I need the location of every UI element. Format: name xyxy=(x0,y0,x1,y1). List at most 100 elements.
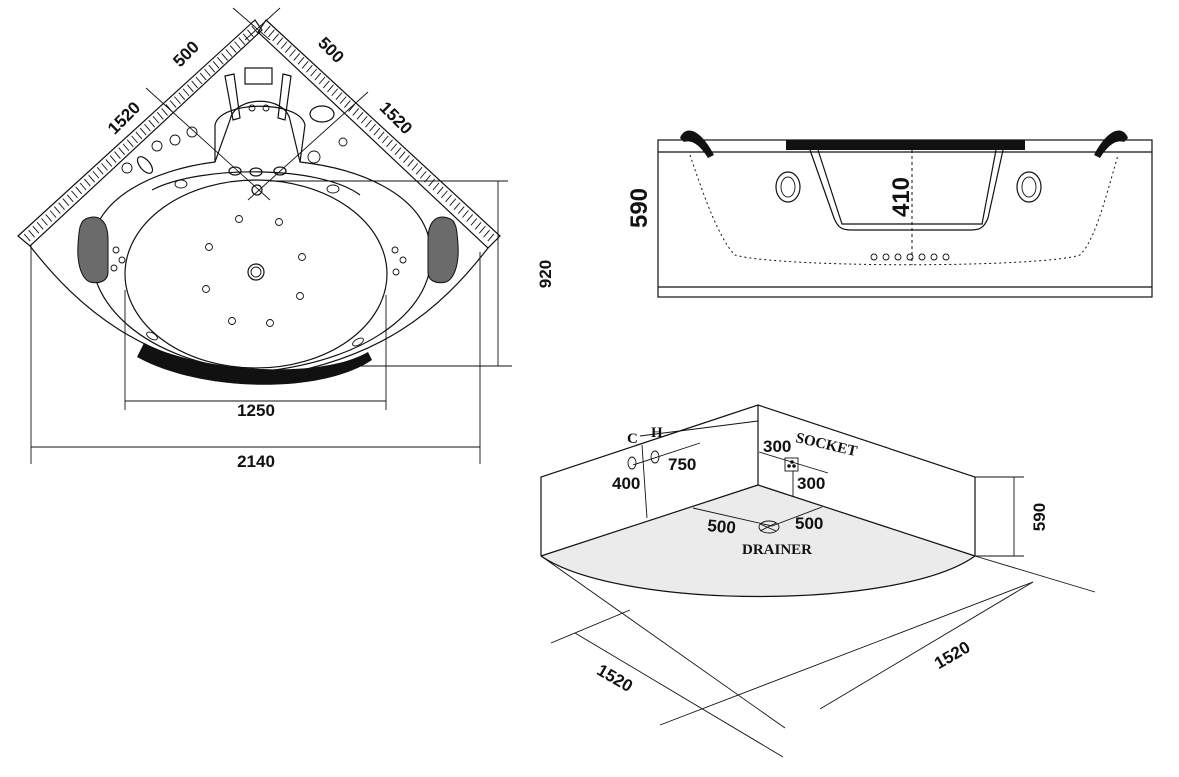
hatch-mark xyxy=(131,135,138,144)
hatch-mark xyxy=(390,143,398,152)
hatch-mark xyxy=(466,214,474,222)
hatch-mark xyxy=(62,198,70,207)
hatch-mark xyxy=(229,45,237,53)
hatch-mark xyxy=(109,155,117,163)
side-dim-inner-depth: 410 xyxy=(888,177,915,217)
hatch-mark xyxy=(314,72,322,81)
hatch-mark xyxy=(217,57,224,65)
hatch-mark xyxy=(199,72,207,81)
jets-row xyxy=(870,253,950,261)
floor xyxy=(541,485,975,597)
side-view: 590 410 xyxy=(626,130,1153,298)
hatch-mark xyxy=(479,225,486,234)
hatch-mark xyxy=(344,100,351,108)
dim-overall-width: 2140 xyxy=(237,452,275,471)
hatch-mark xyxy=(272,33,279,42)
hatch-mark xyxy=(225,49,233,57)
drain xyxy=(247,263,265,281)
hatch-mark xyxy=(79,182,87,191)
dim-tap-offset: 400 xyxy=(612,474,640,493)
hatch-mark xyxy=(289,49,296,57)
hatch-mark xyxy=(268,29,275,38)
hatch-mark xyxy=(242,33,250,42)
top-panel xyxy=(786,140,1025,150)
hatch-mark xyxy=(297,57,305,65)
hatch-mark xyxy=(114,151,121,159)
hatch-mark xyxy=(204,68,211,77)
hatch-mark xyxy=(327,84,334,93)
inner-well xyxy=(809,149,1004,231)
hatch-mark xyxy=(58,202,65,210)
hatch-mark xyxy=(360,115,368,124)
seat-dim-line xyxy=(247,91,369,201)
front-grip xyxy=(137,343,372,385)
hatch-mark xyxy=(126,139,134,148)
hatch-mark xyxy=(66,194,74,203)
hatch-mark xyxy=(75,186,83,195)
hatch-mark xyxy=(381,135,389,144)
rim-hatch-left xyxy=(17,19,263,247)
hatch-mark xyxy=(174,96,181,104)
hatch-mark xyxy=(144,123,151,132)
dim-socket-h: 300 xyxy=(763,437,791,456)
hatch-mark xyxy=(457,206,465,214)
hatch-mark xyxy=(139,127,147,136)
hatch-mark xyxy=(403,155,410,163)
hatch-mark xyxy=(101,163,108,171)
hatch-mark xyxy=(28,229,35,238)
hatch-mark xyxy=(92,170,100,179)
label-drainer: DRAINER xyxy=(742,542,812,558)
hatch-mark xyxy=(208,64,216,73)
hatch-mark xyxy=(415,167,423,175)
hatch-mark xyxy=(71,190,78,199)
hatch-mark xyxy=(148,119,156,128)
headrest-left xyxy=(77,216,109,284)
hatch-mark xyxy=(234,41,241,49)
handle-right xyxy=(1094,130,1128,158)
hatch-mark xyxy=(301,60,309,69)
label-cold: C xyxy=(627,431,638,447)
hatch-mark xyxy=(178,92,186,100)
hatch-mark xyxy=(122,143,130,152)
center-jet xyxy=(251,184,263,196)
dim-drain-left: 500 xyxy=(707,516,737,537)
hatch-mark xyxy=(394,147,402,155)
hatch-mark xyxy=(191,80,198,89)
hatch-mark xyxy=(23,233,31,242)
deck-outline xyxy=(90,100,432,373)
hatch-mark xyxy=(84,178,91,187)
hatch-mark xyxy=(306,64,313,73)
hatch-mark xyxy=(276,37,284,46)
hatch-mark xyxy=(195,76,203,85)
hatch-mark xyxy=(49,210,57,218)
hatch-mark xyxy=(432,182,440,191)
hatch-mark xyxy=(470,218,478,226)
iso-view: C H 750 400 SOCKET 300 300 500 500 DRAIN… xyxy=(540,404,1096,758)
hatch-mark xyxy=(483,229,490,238)
hatch-mark xyxy=(428,178,436,187)
hatch-mark xyxy=(436,186,444,195)
hatch-mark xyxy=(310,68,317,77)
hatch-mark xyxy=(152,115,160,124)
ext-line xyxy=(232,7,271,41)
seat-dim-line xyxy=(145,87,271,201)
hatch-mark xyxy=(41,218,48,226)
dim-socket-v: 300 xyxy=(797,474,825,493)
hatch-mark xyxy=(348,104,355,112)
hatch-mark xyxy=(335,92,343,100)
jet xyxy=(262,104,270,112)
hatch-mark xyxy=(284,45,292,53)
grab-handle-right xyxy=(277,73,292,121)
hatch-mark xyxy=(293,53,301,61)
hatch-mark xyxy=(161,108,168,116)
hatch-mark xyxy=(386,139,393,148)
hatch-mark xyxy=(356,112,364,120)
hatch-mark xyxy=(365,119,372,128)
hatch-mark xyxy=(369,123,377,132)
floor-jets xyxy=(202,215,306,327)
rim-hatch-right xyxy=(257,19,501,249)
jet xyxy=(248,104,256,112)
hatch-mark xyxy=(238,37,246,46)
hatch-mark xyxy=(118,147,126,155)
